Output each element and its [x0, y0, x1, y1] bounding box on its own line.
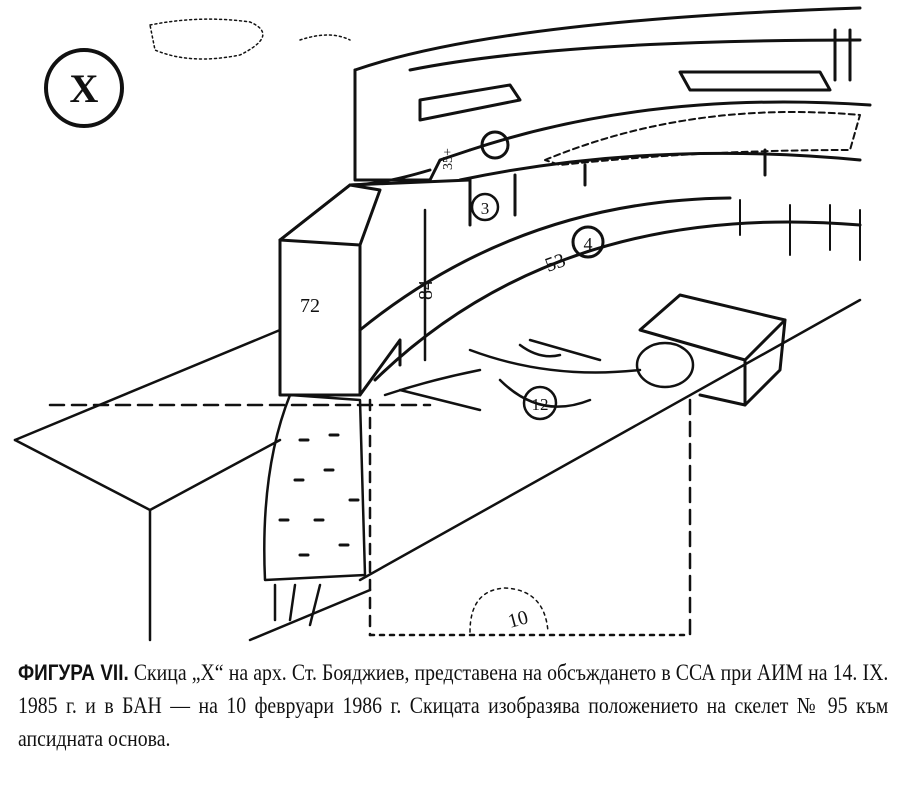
svg-text:84: 84 [415, 280, 437, 300]
svg-text:4: 4 [584, 234, 593, 254]
svg-text:53: 53 [542, 249, 568, 277]
sketch-x-mark: X [44, 48, 124, 128]
skeleton-drawing [383, 338, 695, 412]
head-box [638, 293, 787, 407]
soil-texture [149, 18, 351, 60]
svg-text:12: 12 [532, 395, 549, 414]
cobbled-slab [263, 393, 367, 627]
stone-block [278, 183, 402, 397]
svg-text:3: 3 [481, 199, 490, 218]
svg-text:10: 10 [506, 606, 531, 632]
svg-text:72: 72 [300, 295, 320, 317]
svg-text:X: X [70, 66, 99, 111]
caption-text: Скица „X“ на арх. Ст. Бояджиев, представ… [18, 660, 889, 751]
upper-wall [353, 6, 872, 227]
measurement-labels: 35+ 3 4 53 72 84 12 10 [300, 130, 605, 633]
figure-caption: ФИГУРА VII. Скица „X“ на арх. Ст. Бояджи… [18, 656, 888, 755]
svg-text:35+: 35+ [441, 148, 456, 170]
grave-outline [13, 298, 862, 642]
archaeological-sketch: X [13, 6, 872, 642]
figure-number: ФИГУРА VII. [18, 660, 129, 685]
